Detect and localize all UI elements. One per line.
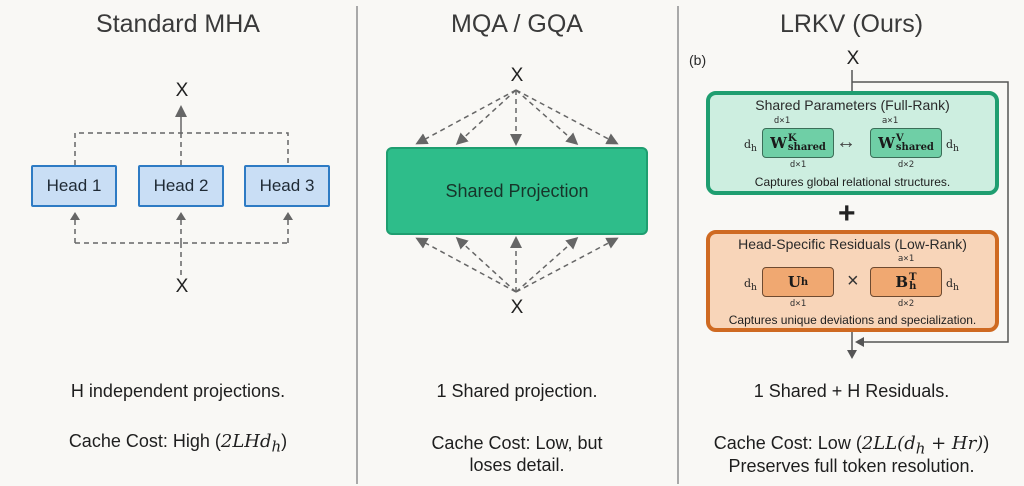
bh-sup: T: [909, 272, 917, 283]
wk-bottom-dim: d×1: [789, 160, 807, 170]
uh-sub: h: [800, 276, 809, 288]
mha-cost-suffix: ): [281, 431, 288, 451]
bh-bottom-dim: d×2: [897, 299, 915, 309]
mqa-cache-cost-line1: Cache Cost: Low, but: [431, 433, 603, 453]
wk-side-dim: dh: [744, 138, 757, 155]
mqa-caption: 1 Shared projection.: [436, 381, 598, 401]
shared-projection-block: Shared Projection: [386, 147, 648, 235]
uh-bottom-dim: d×1: [789, 299, 807, 309]
head-1-box: Head 1: [31, 165, 117, 207]
shared-panel-title: Shared Parameters (Full-Rank): [755, 97, 950, 113]
uh-side-dim: dh: [744, 277, 757, 294]
head-3-box: Head 3: [244, 165, 330, 207]
lrkv-cost-suffix: ): [983, 433, 990, 453]
mha-output-bus: [74, 132, 289, 165]
wv-sup: V: [895, 133, 904, 144]
head-2-box: Head 2: [138, 165, 224, 207]
plus-icon: +: [838, 197, 856, 230]
lrkv-output-arrowhead: [847, 350, 857, 359]
shared-panel-description: Captures global relational structures.: [754, 175, 951, 189]
lrkv-cost-math-b: + Hr): [925, 433, 984, 454]
mqa-input-fan: [415, 89, 619, 146]
column-divider-2: [677, 6, 679, 484]
lrkv-cost-prefix: Cache Cost: Low (: [713, 433, 862, 453]
mqa-cache-cost-line2: loses detail.: [469, 455, 565, 475]
lrkv-title: LRKV (Ours): [779, 10, 924, 38]
bh-base: B: [895, 273, 909, 291]
mha-title: Standard MHA: [96, 10, 260, 38]
bh-top-dim: a×1: [897, 254, 915, 264]
residuals-panel: Head-Specific Residuals (Low-Rank) a×1 d…: [706, 230, 999, 332]
residual-panel-title: Head-Specific Residuals (Low-Rank): [738, 236, 967, 252]
mqa-output-fan: [415, 236, 619, 293]
lrkv-caption: 1 Shared + H Residuals.: [753, 381, 950, 401]
uh-base: U: [787, 273, 801, 291]
wv-sub: shared: [895, 142, 934, 153]
multiply-icon: ×: [847, 270, 859, 292]
shared-parameters-panel: Shared Parameters (Full-Rank) d×1 a×1 dh…: [706, 91, 999, 195]
wk-base: W: [770, 134, 787, 152]
wv-top-dim: a×1: [881, 116, 899, 126]
residual-panel-description: Captures unique deviations and specializ…: [728, 313, 977, 327]
wv-side-dim: dh: [946, 138, 959, 155]
lrkv-cache-cost: Cache Cost: Low (2LL(dh + Hr)): [679, 432, 1024, 460]
lrkv-input-x: X: [846, 48, 860, 69]
lrkv-skip-connection: [851, 70, 1009, 352]
lrkv-skip-arrowhead: [855, 337, 864, 347]
mha-cache-cost: Cache Cost: High (2LHdh): [0, 430, 356, 458]
mqa-output-x: X: [510, 297, 524, 318]
mha-cost-prefix: Cache Cost: High (: [68, 431, 221, 451]
mqa-title: MQA / GQA: [451, 10, 583, 38]
lrkv-cost-math-a: 2LL(d: [861, 433, 916, 454]
wk-sup: K: [787, 133, 797, 144]
wv-bottom-dim: d×2: [897, 160, 915, 170]
bidirectional-arrow-icon: ↔: [836, 131, 856, 153]
mha-cost-math: 2LHd: [220, 431, 272, 452]
column-divider-1: [356, 6, 358, 484]
mha-output-x: X: [175, 80, 189, 101]
mha-input-arrowheads: [70, 212, 293, 220]
mha-input-x: X: [175, 276, 189, 297]
wk-sub: shared: [787, 142, 826, 153]
wv-base: W: [878, 134, 895, 152]
bh-sub: h: [909, 281, 917, 292]
mha-input-bus: [74, 214, 289, 275]
lrkv-cost-sub: h: [915, 439, 926, 458]
mha-cost-sub: h: [271, 437, 282, 456]
mqa-input-x: X: [510, 65, 524, 86]
mha-caption: H independent projections.: [70, 381, 286, 401]
bh-side-dim: dh: [946, 277, 959, 294]
panel-tag: (b): [689, 52, 707, 68]
lrkv-cache-cost-line2: Preserves full token resolution.: [728, 456, 975, 476]
wk-top-dim: d×1: [773, 116, 791, 126]
